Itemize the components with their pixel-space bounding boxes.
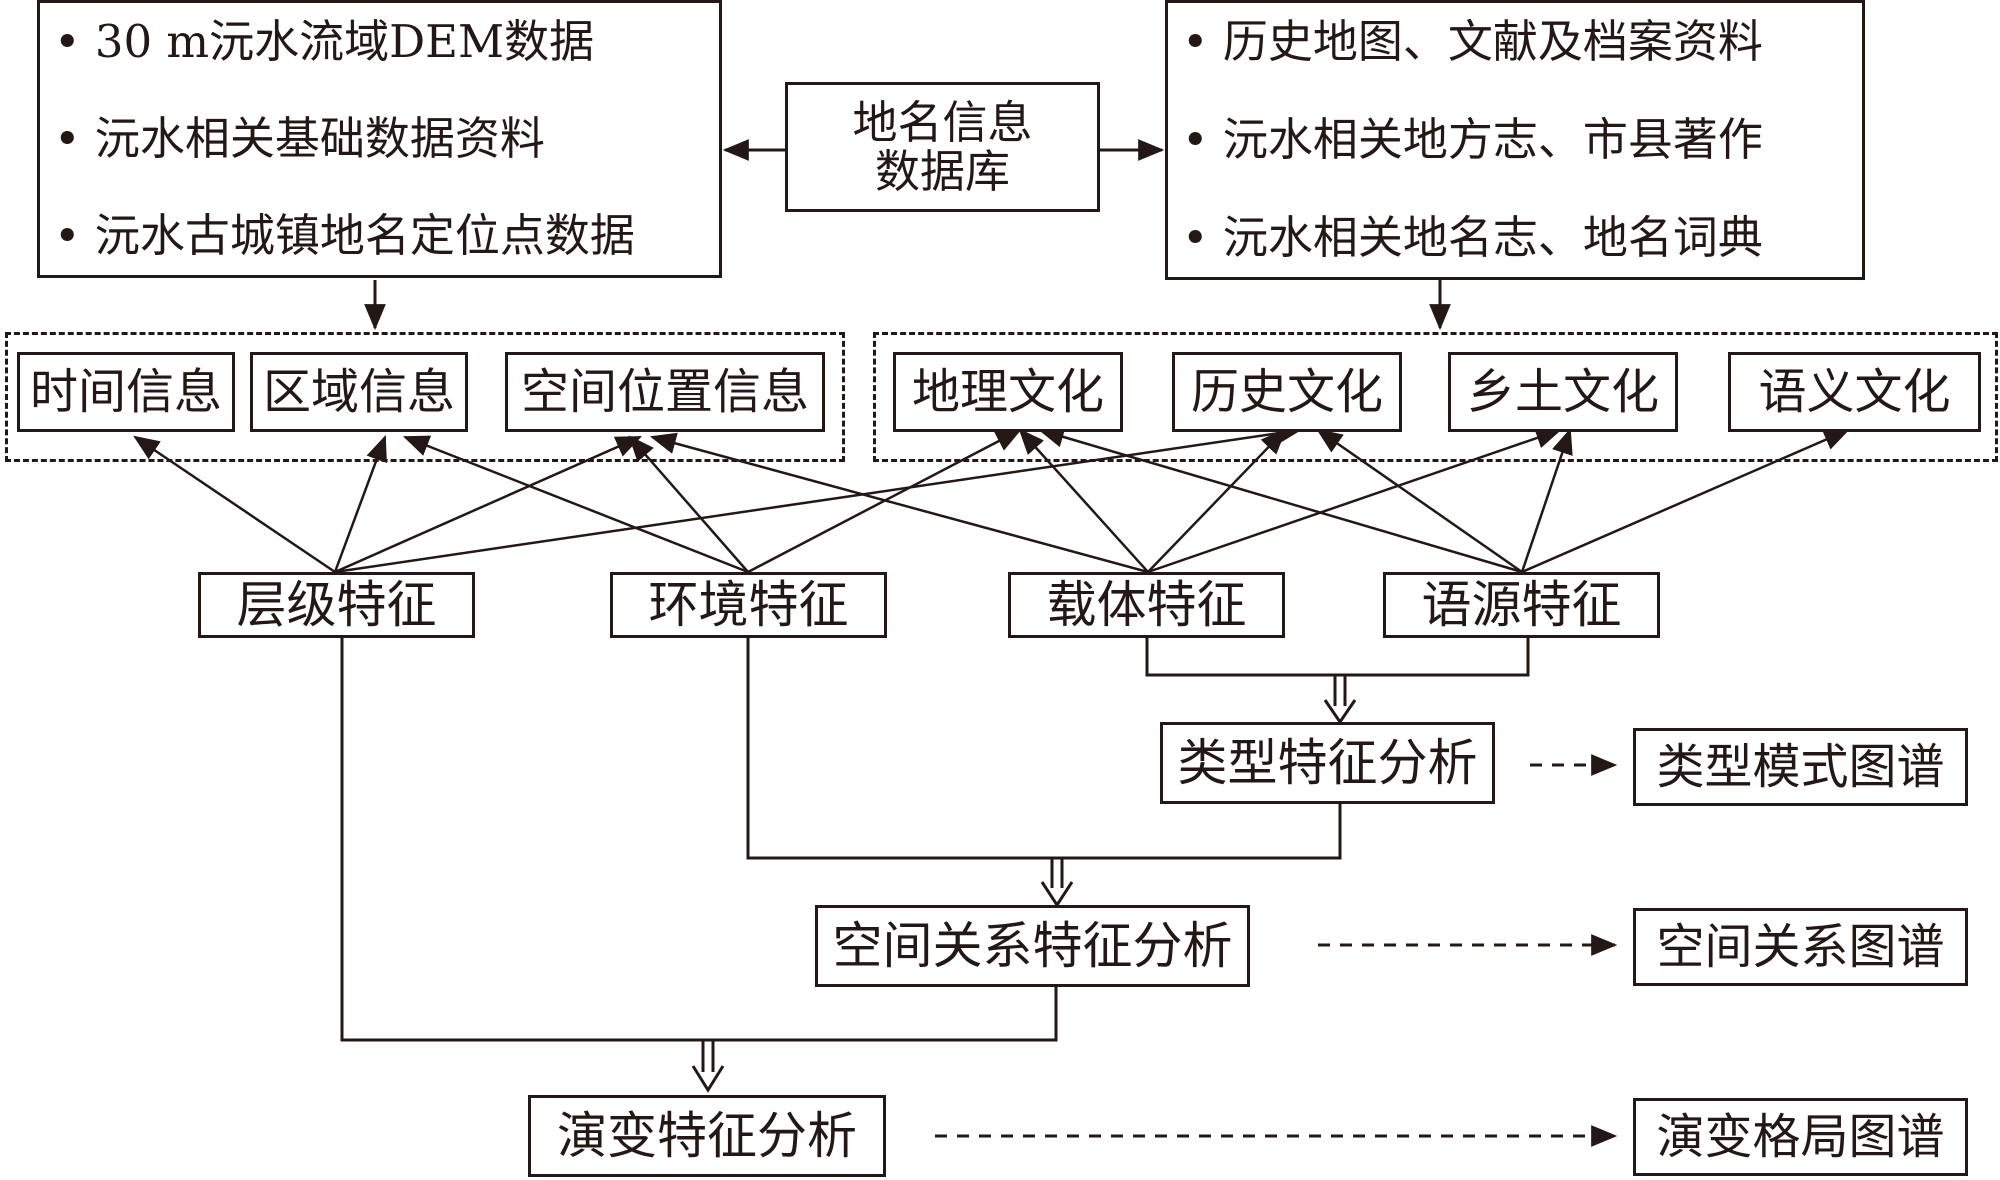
spatial-relation-output-label: 空间关系图谱 [1656,919,1945,975]
local-culture-box: 乡土文化 [1448,352,1678,432]
bullet-glyph: • [1182,15,1209,68]
spatial-analysis-label: 空间关系特征分析 [832,917,1233,975]
semantic-culture-label: 语义文化 [1758,364,1951,420]
left-source-item: • 沅水相关基础数据资料 [54,112,545,166]
double-arrow-to-type-analysis [1323,675,1357,725]
local-culture-label: 乡土文化 [1466,364,1659,420]
double-arrow-to-evolution-analysis [691,1040,725,1093]
etymology-feature-box: 语源特征 [1383,572,1660,638]
double-arrow-to-spatial-analysis [1040,858,1074,908]
time-info-label: 时间信息 [29,364,222,420]
carrier-feature-box: 载体特征 [1008,572,1285,638]
right-source-item-text: 历史地图、文献及档案资料 [1222,15,1763,68]
link-carrier-to-history [1147,428,1287,573]
left-source-item-text: 沅水相关基础数据资料 [94,112,545,165]
type-pattern-output-label: 类型模式图谱 [1656,739,1945,795]
historical-culture-box: 历史文化 [1172,352,1402,432]
merge-carrier-etym [1145,637,1530,677]
merge-env-type [746,637,1342,860]
type-pattern-output-box: 类型模式图谱 [1633,728,1968,806]
type-analysis-label: 类型特征分析 [1177,734,1478,792]
database-label-line1: 地名信息 [852,95,1033,149]
region-info-box: 区域信息 [250,352,468,432]
left-source-item-text: 沅水古城镇地名定位点数据 [94,209,635,262]
region-info-label: 区域信息 [262,364,455,420]
bullet-glyph: • [1182,113,1209,166]
level-feature-label: 层级特征 [236,576,437,634]
analysis-flow-lines [340,637,1530,1042]
link-etym-to-geography [1037,426,1523,574]
place-name-database-box: 地名信息 数据库 [785,82,1100,212]
culture-dashed-group [873,332,1998,462]
semantic-culture-box: 语义文化 [1728,352,1981,432]
etymology-feature-label: 语源特征 [1421,576,1622,634]
spatial-position-info-label: 空间位置信息 [520,364,809,420]
time-info-box: 时间信息 [17,352,235,432]
evolution-pattern-output-label: 演变格局图谱 [1656,1109,1945,1165]
feature-link-arrows [133,422,1850,574]
left-source-item: • 沅水古城镇地名定位点数据 [54,209,635,263]
link-etym-to-local [1520,427,1573,573]
right-source-item-text: 沅水相关地名志、地名词典 [1222,211,1763,264]
source-to-group-arrows [364,280,1451,331]
left-source-item: • 30 m沅水流域DEM数据 [54,15,594,69]
info-dashed-group [5,332,845,462]
bullet-glyph: • [54,112,81,165]
geographic-culture-box: 地理文化 [893,352,1123,432]
spatial-position-info-box: 空间位置信息 [505,352,825,432]
link-level-to-history [334,422,1303,574]
right-source-item-text: 沅水相关地方志、市县著作 [1222,113,1763,166]
merge-level-spatial [340,637,1058,1042]
right-source-item: • 沅水相关地名志、地名词典 [1182,211,1763,265]
evolution-analysis-label: 演变特征分析 [557,1107,857,1165]
historical-culture-label: 历史文化 [1190,364,1383,420]
output-dashed-arrows [935,754,1618,1147]
link-etym-to-semantic [1521,428,1850,574]
bullet-glyph: • [54,209,81,262]
geographic-culture-label: 地理文化 [911,364,1104,420]
bullet-glyph: • [54,15,81,68]
database-label-line2: 数据库 [874,145,1010,198]
type-analysis-box: 类型特征分析 [1160,722,1495,804]
right-source-item: • 沅水相关地方志、市县著作 [1182,113,1763,167]
level-feature-box: 层级特征 [198,572,475,638]
left-source-item-text: 30 m沅水流域DEM数据 [94,15,595,68]
link-carrier-to-local [1147,427,1563,574]
bullet-glyph: • [1182,211,1209,264]
left-data-source-box: • 30 m沅水流域DEM数据 • 沅水相关基础数据资料 • 沅水古城镇地名定位… [37,0,722,278]
evolution-pattern-output-box: 演变格局图谱 [1633,1098,1968,1176]
spatial-analysis-box: 空间关系特征分析 [815,905,1250,987]
right-source-item: • 历史地图、文献及档案资料 [1182,15,1763,69]
link-carrier-to-geography [1018,428,1149,573]
right-data-source-box: • 历史地图、文献及档案资料 • 沅水相关地方志、市县著作 • 沅水相关地名志、… [1165,0,1865,280]
environment-feature-label: 环境特征 [648,576,849,634]
carrier-feature-label: 载体特征 [1046,576,1247,634]
link-etym-to-history [1316,428,1523,574]
evolution-analysis-box: 演变特征分析 [528,1095,886,1177]
spatial-relation-output-box: 空间关系图谱 [1633,908,1968,986]
environment-feature-box: 环境特征 [610,572,887,638]
